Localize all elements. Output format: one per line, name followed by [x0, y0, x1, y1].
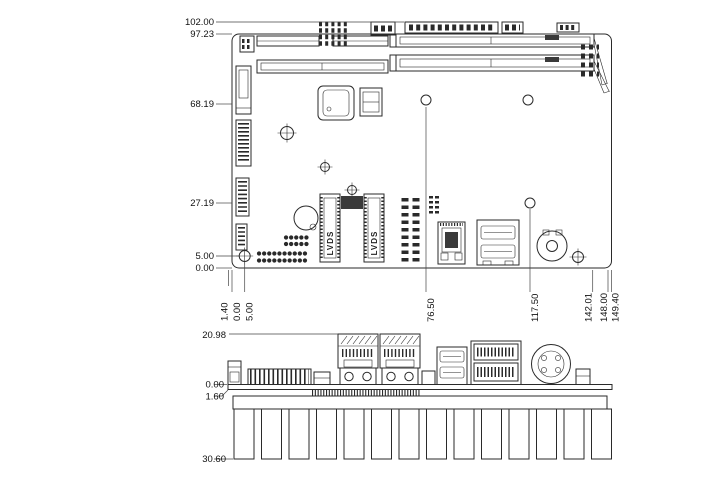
fpc-connector [235, 119, 252, 167]
dim-102-00: 102.00 [185, 17, 214, 28]
dim-20-98: 20.98 [202, 330, 226, 341]
dim-h0-00: 0.00 [232, 303, 243, 322]
top-edge-header-1 [404, 21, 499, 34]
expansion-slot-2 [256, 59, 389, 74]
dim-h5-00: 5.00 [245, 303, 256, 322]
usb-footprint [476, 219, 520, 266]
lan-footprint [437, 221, 466, 265]
rj45-port-1 [337, 333, 379, 385]
sodimm-slot-1 [389, 33, 609, 86]
small-top-connector [370, 21, 396, 36]
round-component [293, 205, 319, 231]
screw-hole-1 [277, 123, 297, 143]
top-view-horizontal-dimensions: 1.40 0.00 5.00 76.50 117.50 142.01 148.0… [219, 107, 622, 322]
buzzer [536, 229, 568, 262]
side-right-connector [575, 368, 591, 385]
bottom-left-pad-rows [256, 235, 311, 263]
lvds2-label: LVDS [370, 231, 379, 256]
top-view-vertical-dimensions: 102.00 97.23 68.19 27.19 5.00 0.00 [185, 17, 404, 274]
mounting-hole-2 [522, 94, 534, 106]
mounting-hole-3 [524, 197, 536, 209]
power-din-connector [531, 344, 571, 384]
lvds-connector-2: LVDS [363, 193, 385, 263]
dim-30-60: 30.60 [202, 454, 226, 465]
side-small-connector [421, 370, 436, 385]
small-header-grid [429, 196, 439, 214]
top-edge-header-2 [501, 21, 524, 34]
dim-27-19: 27.19 [190, 198, 214, 209]
left-header-1 [235, 177, 250, 217]
dim-149-40: 149.40 [611, 293, 622, 322]
chip-socket [317, 85, 355, 121]
side-pin-headers [247, 368, 331, 385]
dim-142-01: 142.01 [584, 293, 595, 322]
corner-header-block [239, 35, 255, 53]
dark-connector-block [341, 196, 363, 209]
sodimm-slot-2 [389, 54, 611, 94]
heatsink-fins [233, 408, 612, 460]
lvds-connector-1: LVDS [319, 193, 341, 263]
screw-hole-3 [344, 182, 360, 198]
heatsink [232, 395, 612, 460]
expansion-slot-1 [256, 35, 389, 47]
rj45-port-2 [379, 333, 421, 385]
dim-117-50: 117.50 [530, 294, 541, 322]
left-header-2 [235, 223, 248, 251]
pcb-edge [227, 384, 613, 390]
side-left-connector [227, 360, 242, 385]
heatsink-base-plate [232, 395, 608, 410]
top-edge-header-3 [556, 22, 580, 33]
dim-76-50: 76.50 [426, 298, 437, 322]
sim-socket [359, 87, 383, 117]
front-panel-header-grid [319, 21, 349, 46]
dim-68-19: 68.19 [190, 99, 214, 110]
dim-s0-00: 0.00 [206, 380, 225, 391]
right-edge-header-grid [581, 44, 599, 77]
side-view-dimensions: 20.98 0.00 1.60 30.60 [202, 330, 338, 465]
pcb-outline-top [231, 33, 612, 269]
lvds1-label: LVDS [326, 231, 335, 256]
side-view: 20.98 0.00 1.60 30.60 [202, 330, 613, 465]
dim-0-00: 0.00 [196, 263, 215, 274]
mounting-hole-1 [420, 94, 432, 106]
dim-97-23: 97.23 [190, 29, 214, 40]
sata-connector [235, 65, 252, 115]
dim-1-60: 1.60 [206, 392, 225, 403]
screw-hole-2 [317, 159, 333, 175]
corner-screw-hole-right [569, 248, 587, 266]
usb-stack [436, 346, 468, 385]
bottom-header-grid [401, 198, 420, 262]
hdmi-stack [470, 340, 522, 385]
dim-5-00: 5.00 [196, 251, 215, 262]
dim-148-00: 148.00 [599, 293, 610, 322]
top-view: LVDS LVDS [185, 17, 622, 322]
corner-screw-hole-left [236, 247, 254, 265]
dim-1-40: 1.40 [219, 303, 230, 322]
